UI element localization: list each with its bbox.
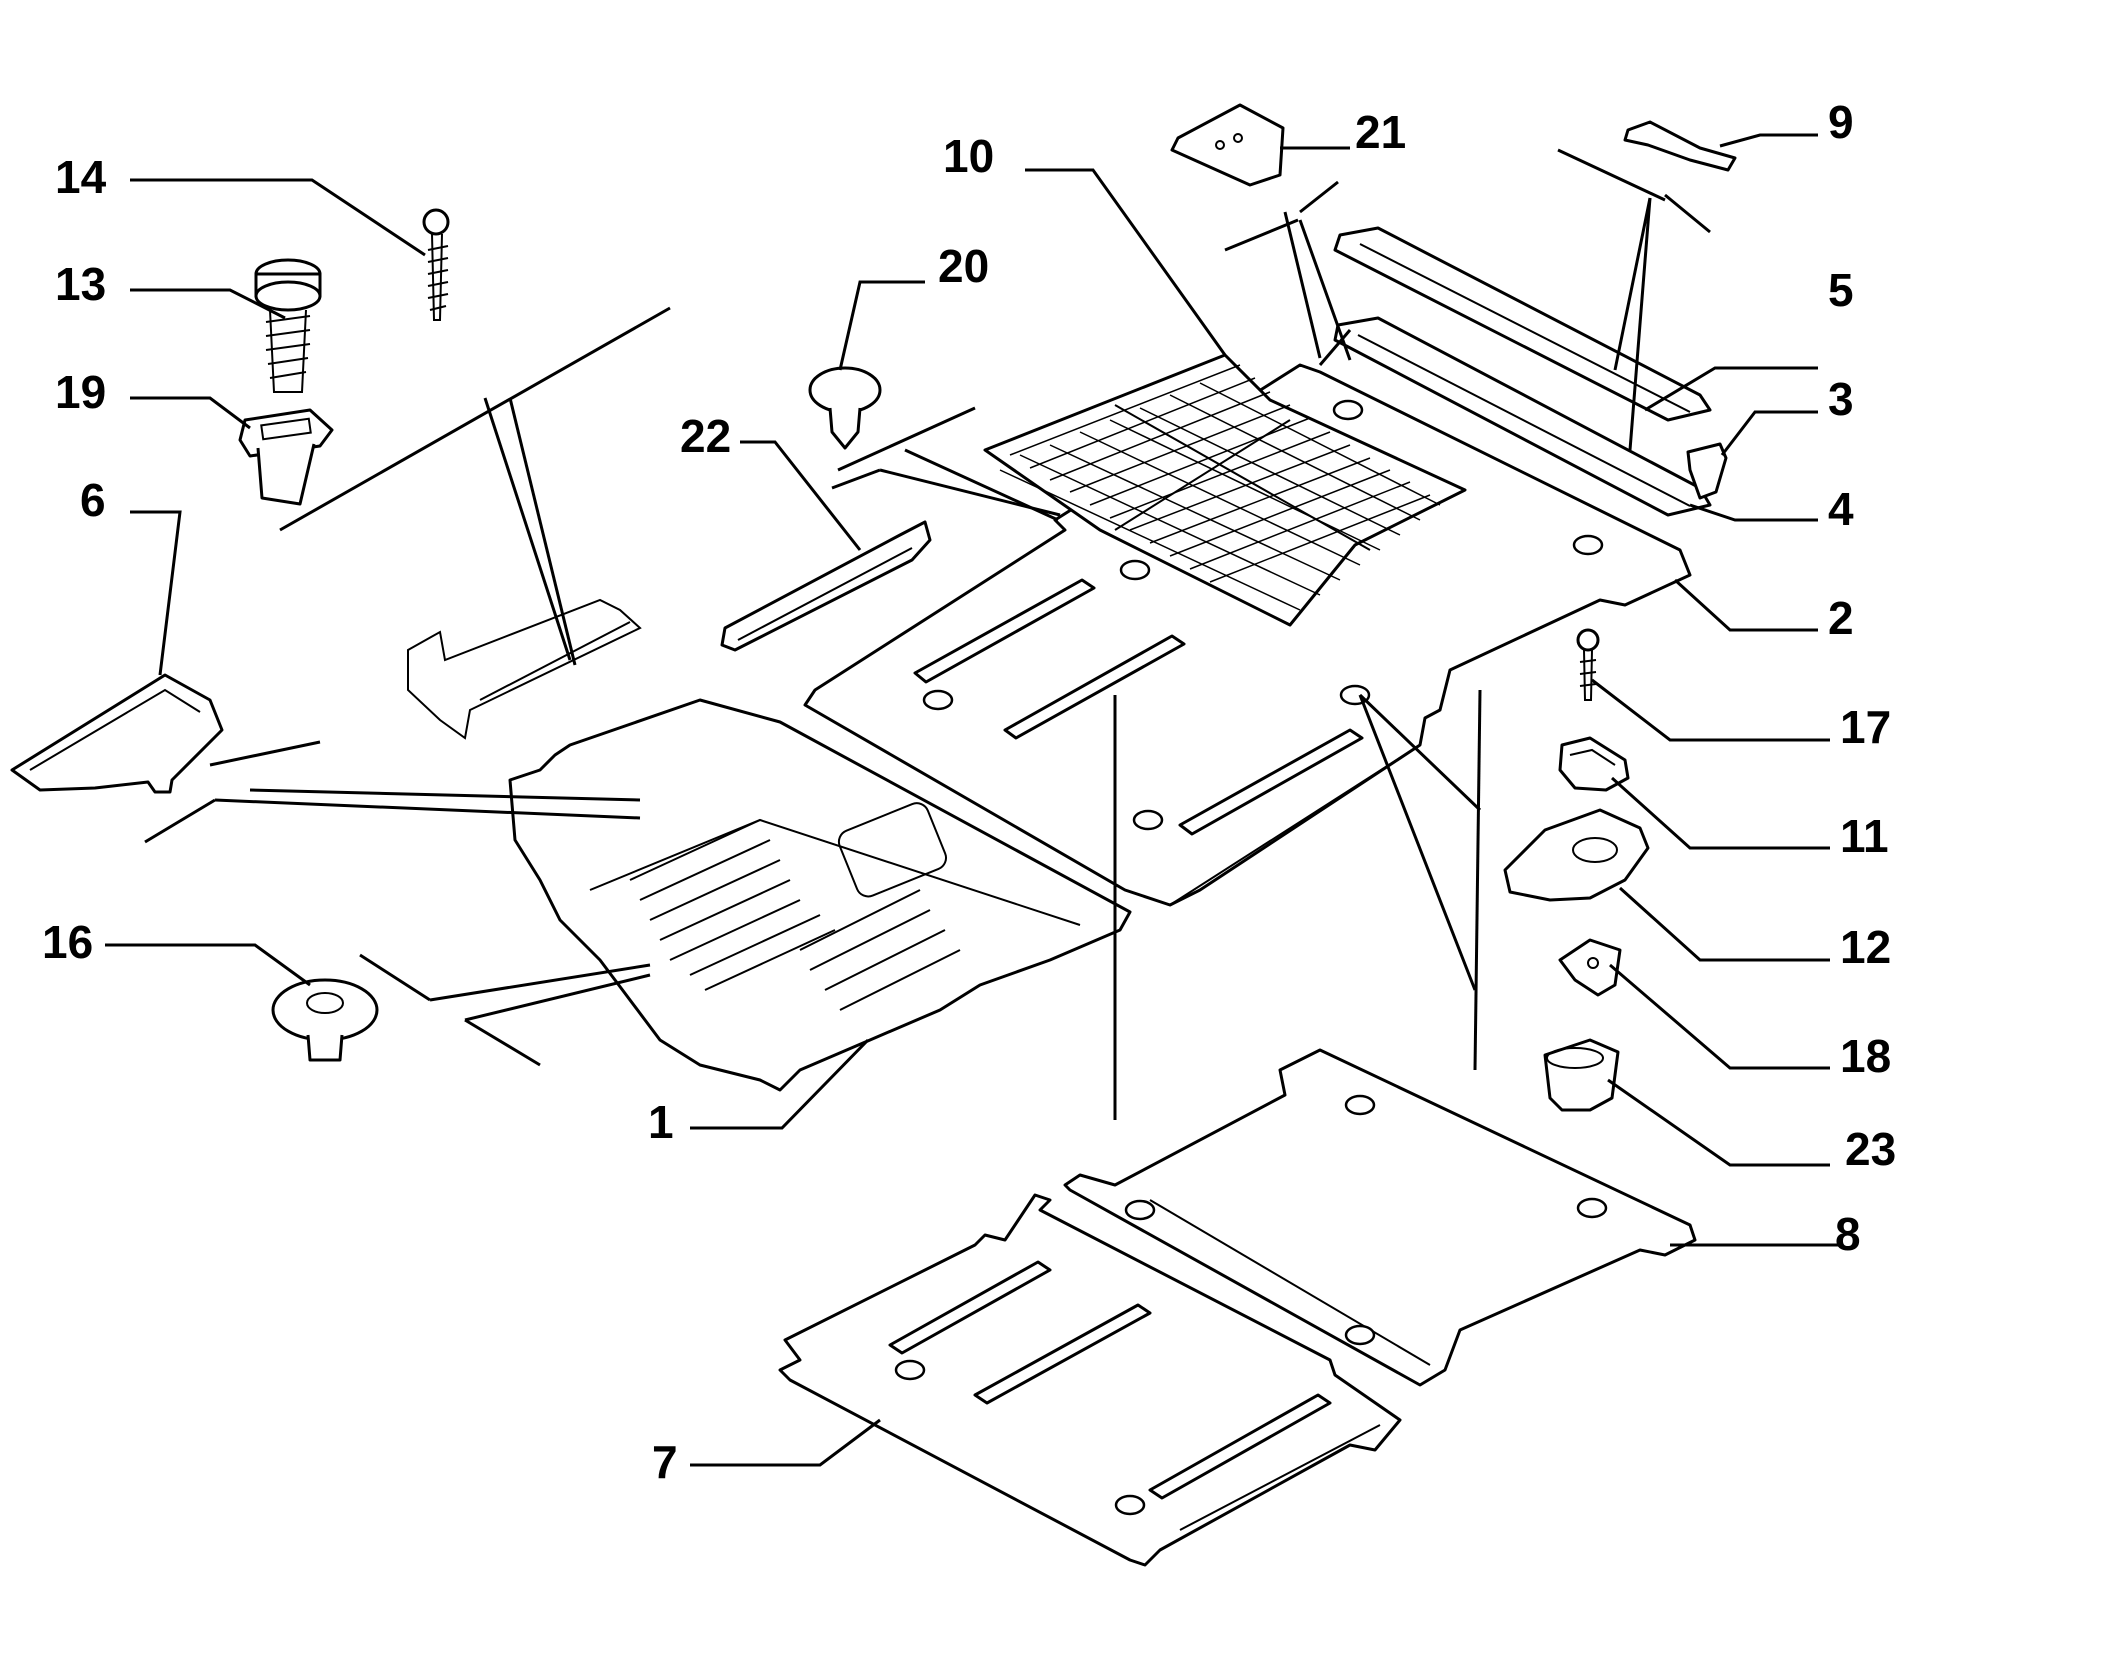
part-6-side-panel (10, 673, 224, 794)
callout-labels: 14 13 19 6 16 1 7 22 20 10 21 9 5 3 4 2 … (42, 96, 1896, 1488)
part-16-button-fastener (271, 978, 379, 1062)
part-10-cargo-net (983, 353, 1467, 627)
callout-18: 18 (1840, 1030, 1891, 1082)
callout-14: 14 (55, 151, 107, 203)
callout-16: 16 (42, 916, 93, 968)
callout-20: 20 (938, 240, 989, 292)
part-14-screw (422, 208, 450, 321)
part-reference-trim (407, 598, 642, 740)
callout-2: 2 (1828, 592, 1854, 644)
part-7-front-floor-mat (778, 1193, 1402, 1567)
part-22-rail (720, 520, 932, 652)
callout-21: 21 (1355, 106, 1406, 158)
part-1-ribs (629, 819, 961, 1011)
part-18-small-bracket (1558, 938, 1622, 997)
callout-1: 1 (648, 1096, 674, 1148)
callout-5: 5 (1828, 264, 1854, 316)
part-17-screw (1576, 628, 1600, 701)
callout-7: 7 (652, 1436, 678, 1488)
callout-22: 22 (680, 410, 731, 462)
callout-4: 4 (1828, 483, 1854, 535)
callout-19: 19 (55, 366, 106, 418)
callout-11: 11 (1840, 810, 1889, 862)
part-1-front-floor (508, 698, 1132, 1092)
part-4-sill-strip (1333, 316, 1712, 517)
part-23-cup (1543, 1038, 1620, 1112)
leader-lines (105, 133, 1840, 1467)
callout-8: 8 (1835, 1208, 1861, 1260)
part-9-clip (1623, 120, 1737, 172)
part-2-load-floor (803, 363, 1692, 907)
part-13-bolt (254, 258, 322, 393)
callout-10: 10 (943, 130, 994, 182)
callout-23: 23 (1845, 1123, 1896, 1175)
part-19-clip-insert (238, 408, 334, 506)
callout-9: 9 (1828, 96, 1854, 148)
callout-13: 13 (55, 258, 106, 310)
callout-6: 6 (80, 474, 106, 526)
callout-12: 12 (1840, 921, 1891, 973)
part-3-plug (1686, 442, 1728, 500)
part-8-rear-floor-mat (1063, 1048, 1697, 1387)
part-20-push-pin (808, 366, 882, 450)
part-21-bracket-plate (1170, 103, 1285, 187)
callout-3: 3 (1828, 373, 1854, 425)
callout-17: 17 (1840, 701, 1891, 753)
part-12-anchor-bracket (1503, 808, 1650, 902)
